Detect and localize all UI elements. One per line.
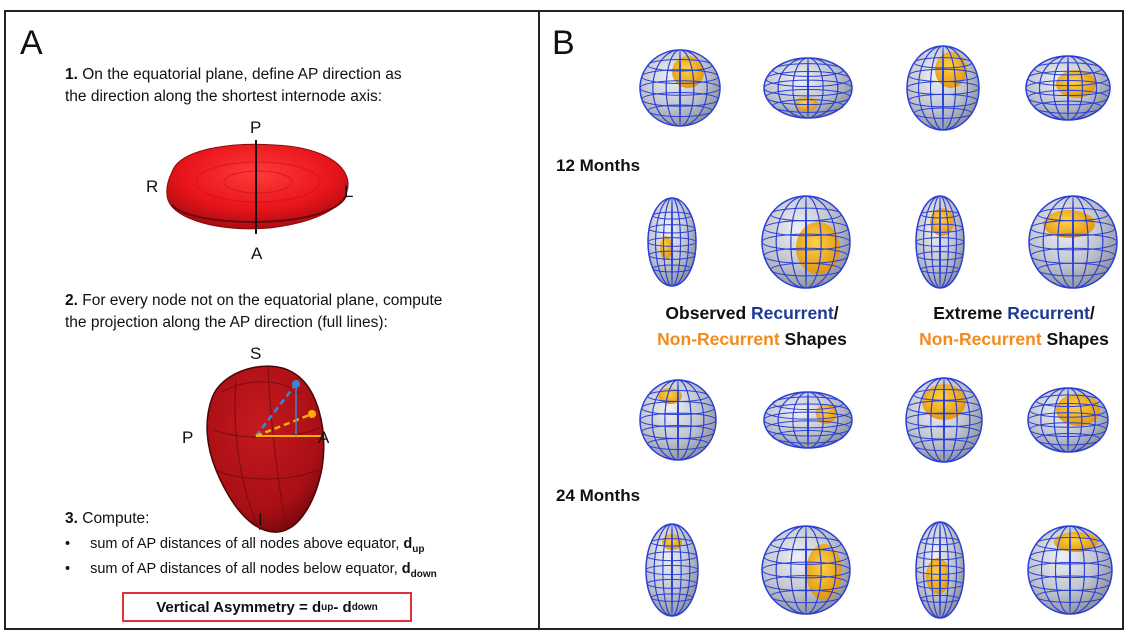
bullet-1-var: d [403,536,413,552]
mesh-shape [905,377,983,463]
bullet-2-sub: down [410,568,437,580]
step1-line2: the direction along the shortest interno… [65,88,383,105]
orange-patch [658,388,682,404]
step3-text: 3. Compute: [65,508,149,529]
step1-line1: On the equatorial plane, define AP direc… [77,66,402,83]
mesh-shape [639,379,717,461]
panel-a-letter: A [20,24,43,62]
extreme-slash: / [1089,303,1095,323]
step3-label: Compute: [77,510,150,527]
step3-number: 3. [65,510,78,527]
eq-sub-down: down [351,601,378,613]
eq-sub-up: up [321,601,334,613]
observed-slash: / [833,303,839,323]
label-p-side: P [182,428,194,447]
mesh-shape [647,197,697,287]
mesh-shape [1025,55,1111,121]
observed-caption: Observed Recurrent/ Non-Recurrent Shapes [612,300,892,352]
mesh-shape [915,521,965,619]
step1-number: 1. [65,66,78,83]
orange-patch [794,97,818,111]
bullet-1: • sum of AP distances of all nodes above … [65,535,424,559]
extreme-caption-line2: Non-Recurrent Shapes [900,326,1128,352]
label-24-months: 24 Months [556,486,641,505]
mesh-shape [645,523,699,617]
mesh-shape [761,525,851,615]
bullet-1-sub: up [412,543,425,555]
extreme-nonrecurrent-word: Non-Recurrent [919,329,1042,349]
mesh-shape [906,45,980,131]
observed-recurrent-word: Recurrent [751,303,834,323]
observed-word: Observed [665,303,752,323]
bullet-1-symbol: • [65,536,71,552]
extreme-recurrent-word: Recurrent [1007,303,1090,323]
mesh-shape [1028,195,1118,289]
label-a-side: A [318,428,330,447]
equatorial-shape [166,140,349,234]
label-i: I [258,510,263,529]
orange-patch [1056,394,1100,426]
label-a-bottom: A [251,244,263,263]
eq-mid: - d [333,598,352,616]
projection-shape [206,365,325,533]
extreme-word: Extreme [933,303,1008,323]
step2-line2: the projection along the AP direction (f… [65,314,388,331]
observed-nonrecurrent-word: Non-Recurrent [657,329,780,349]
extreme-caption: Extreme Recurrent/ Non-Recurrent Shapes [900,300,1128,352]
observed-shapes-word: Shapes [779,329,847,349]
step2-number: 2. [65,292,78,309]
step1-text: 1. On the equatorial plane, define AP di… [65,64,402,85]
label-p-top: P [250,118,262,137]
step2-line1: For every node not on the equatorial pla… [77,292,443,309]
bullet-1-text: sum of AP distances of all nodes above e… [90,536,404,552]
label-l: L [344,182,354,201]
observed-caption-line1: Observed Recurrent/ [612,300,892,326]
mesh-shape [1027,387,1109,453]
orange-patch [1054,532,1098,552]
label-r: R [146,177,159,196]
bullet-2-text: sum of AP distances of all nodes below e… [90,561,402,577]
mesh-shape [763,391,853,449]
eq-text: Vertical Asymmetry = d [156,598,322,616]
panel-a-shapes [166,140,349,533]
panel-divider [538,10,540,630]
extreme-shapes-word: Shapes [1041,329,1109,349]
observed-caption-line2: Non-Recurrent Shapes [612,326,892,352]
orange-patch [1043,210,1095,238]
mesh-shape [763,57,853,119]
bullet-2: • sum of AP distances of all nodes below … [65,560,437,584]
step2-text: 2. For every node not on the equatorial … [65,290,442,311]
mesh-shape [639,49,721,127]
orange-patch [660,236,672,260]
bullet-2-var: d [401,561,411,577]
mesh-shape [1027,525,1113,615]
mesh-shape [761,195,851,289]
extreme-caption-line1: Extreme Recurrent/ [900,300,1128,326]
figure-frame [4,10,1124,630]
orange-patch [806,544,842,600]
mesh-shape [915,195,965,289]
label-s: S [250,344,262,363]
panel-b-letter: B [552,24,575,62]
bullet-2-symbol: • [65,561,71,577]
label-12-months: 12 Months [556,156,641,175]
